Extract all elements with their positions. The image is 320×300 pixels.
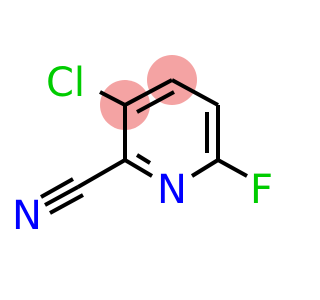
bond-c3-cl bbox=[99, 90, 126, 107]
bond-c3-c4-inner bbox=[136, 90, 175, 114]
bond-c6-n bbox=[190, 158, 220, 178]
bond-cn-triple-2 bbox=[40, 177, 74, 199]
bond-c6-f bbox=[217, 158, 248, 178]
bond-c3-c4 bbox=[124, 78, 173, 107]
bond-n-c2-inner bbox=[135, 153, 152, 165]
atom-label-cl: Cl bbox=[46, 60, 85, 106]
atom-label-f: F bbox=[250, 167, 273, 213]
substituent-bonds bbox=[40, 90, 248, 215]
bond-c4-c5 bbox=[171, 78, 219, 107]
molecule-canvas: Cl N F N bbox=[12, 55, 274, 239]
bond-n-c2 bbox=[123, 158, 154, 178]
bond-cn-triple-1 bbox=[44, 185, 79, 207]
bond-cn-triple-3 bbox=[49, 193, 84, 215]
structure-diagram: Cl N F N bbox=[12, 55, 273, 239]
ring-bonds bbox=[123, 78, 220, 178]
atom-label-n-nitrile: N bbox=[12, 193, 42, 239]
atom-label-n-ring: N bbox=[157, 167, 187, 213]
bond-c2-cn bbox=[77, 158, 126, 189]
